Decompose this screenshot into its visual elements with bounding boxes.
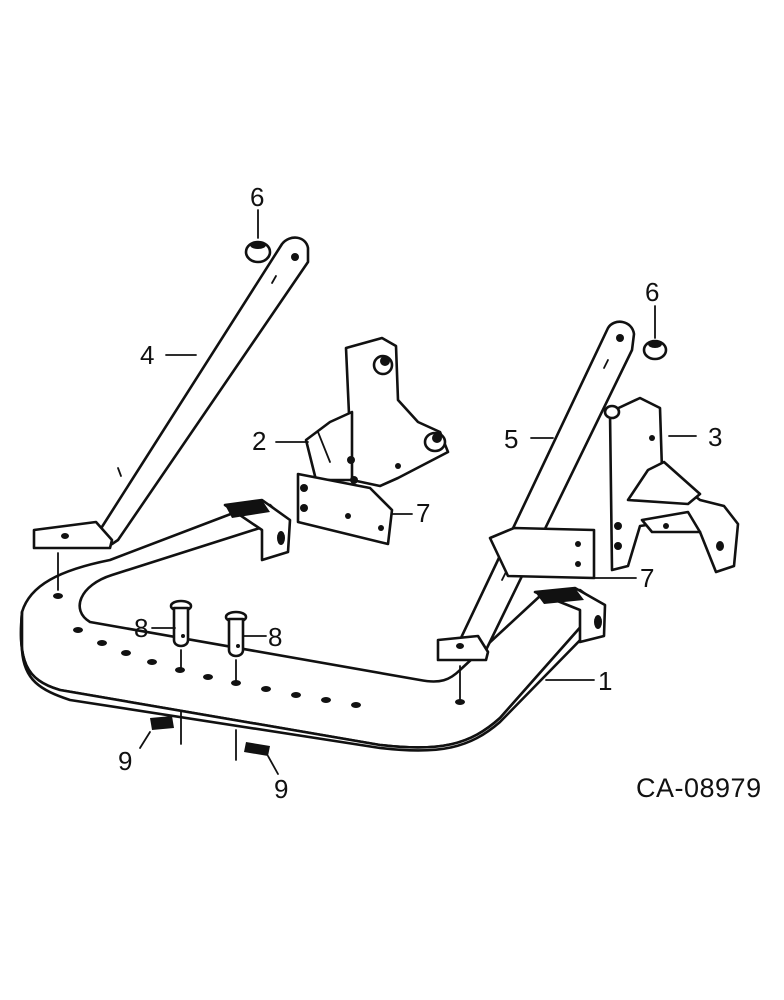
figure-code: CA-08979 xyxy=(636,773,762,803)
bushing-left xyxy=(244,209,272,264)
callout-5: 5 xyxy=(504,424,518,454)
callout-6-left: 6 xyxy=(250,182,264,212)
callout-7-right: 7 xyxy=(640,563,654,593)
clip-left xyxy=(150,711,182,745)
leader-lines xyxy=(139,354,697,775)
clip-right xyxy=(235,729,270,761)
left-bracket xyxy=(304,336,450,488)
callout-4: 4 xyxy=(140,340,154,370)
plate-right xyxy=(488,526,596,580)
callout-3: 3 xyxy=(708,422,722,452)
left-brace xyxy=(32,236,310,591)
drawbar-holes xyxy=(53,593,465,708)
callout-7-left: 7 xyxy=(416,498,430,528)
callout-9-right: 9 xyxy=(274,774,288,804)
plate-left xyxy=(296,472,394,546)
pin-left xyxy=(169,599,193,669)
callout-8-left: 8 xyxy=(134,613,148,643)
pin-right xyxy=(224,610,248,685)
callout-1: 1 xyxy=(598,666,612,696)
callout-9-left: 9 xyxy=(118,746,132,776)
callout-2: 2 xyxy=(252,426,266,456)
callout-8-right: 8 xyxy=(268,622,282,652)
drawbar-frame xyxy=(19,498,607,752)
right-brace xyxy=(436,320,636,701)
bushing-right xyxy=(642,305,668,361)
callout-6-right: 6 xyxy=(645,277,659,307)
callout-labels: 1 2 3 4 5 6 6 7 7 8 8 9 9 xyxy=(118,182,722,804)
right-bracket xyxy=(603,396,740,574)
